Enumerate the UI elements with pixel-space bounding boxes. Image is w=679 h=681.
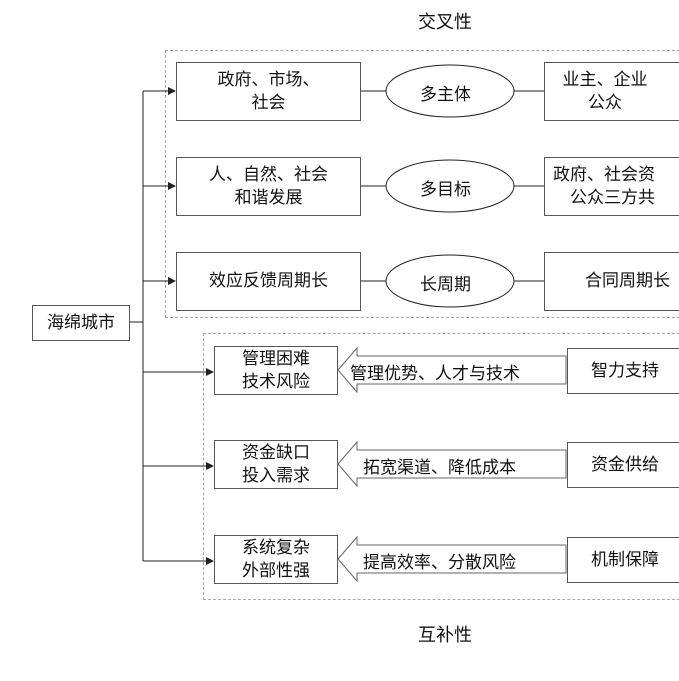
comp-row-2-arrow-label: 拓宽渠道、降低成本: [363, 458, 516, 478]
comp-row-3-right-label: 机制保障: [591, 549, 659, 570]
header-title: 交叉性: [418, 12, 472, 33]
cross-row-2-middle: 多目标: [420, 180, 471, 200]
comp-row-3-left-line-2: 外部性强: [242, 560, 310, 581]
cross-row-2-left-line-2: 和谐发展: [234, 187, 303, 208]
cross-row-1-right-box: 业主、企业 公众: [544, 62, 679, 121]
comp-row-1-left-box: 管理困难 技术风险: [214, 346, 338, 395]
cross-row-2-left-line-1: 人、自然、社会: [209, 164, 328, 185]
comp-row-3-left-box: 系统复杂 外部性强: [214, 535, 338, 584]
comp-row-1-left-line-1: 管理困难: [242, 348, 310, 369]
cross-row-3-right-box: 合同周期长: [544, 252, 679, 311]
cross-row-1-left-line-1: 政府、市场、: [217, 69, 320, 90]
comp-row-1-right-label: 智力支持: [591, 360, 659, 381]
cross-region: [165, 50, 679, 318]
comp-row-3-left-line-1: 系统复杂: [242, 537, 310, 558]
cross-row-1-right-line-2: 公众: [588, 92, 622, 113]
comp-row-2-left-box: 资金缺口 投入需求: [214, 440, 338, 489]
cross-row-1-ellipse: [385, 64, 515, 118]
cross-row-1-middle: 多主体: [420, 85, 471, 105]
cross-row-3-ellipse: [385, 254, 515, 308]
comp-row-1-arrow-label: 管理优势、人才与技术: [350, 364, 520, 384]
comp-row-2-right-box: 资金供给: [567, 442, 679, 488]
cross-row-1-right-line-1: 业主、企业: [562, 69, 648, 90]
comp-row-3-right-box: 机制保障: [567, 537, 679, 583]
root-box: 海绵城市: [32, 305, 130, 341]
cross-row-3-left-box: 效应反馈周期长: [176, 252, 361, 311]
cross-row-2-right-line-1: 政府、社会资: [553, 164, 655, 185]
cross-row-3-middle: 长周期: [420, 275, 471, 295]
cross-row-2-ellipse: [385, 159, 515, 213]
cross-row-3-left-line-1: 效应反馈周期长: [209, 271, 328, 291]
root-label: 海绵城市: [47, 312, 115, 333]
comp-row-1-left-line-2: 技术风险: [242, 371, 310, 392]
comp-row-2-left-line-1: 资金缺口: [242, 442, 310, 463]
cross-row-2-left-box: 人、自然、社会 和谐发展: [176, 157, 361, 216]
cross-row-1-left-box: 政府、市场、 社会: [176, 62, 361, 121]
comp-row-3-arrow-shape: [337, 535, 567, 583]
cross-row-2-right-line-2: 公众三方共: [570, 187, 655, 208]
cross-row-1-left-line-2: 社会: [251, 92, 286, 113]
comp-row-2-right-label: 资金供给: [591, 454, 659, 475]
cross-row-2-right-box: 政府、社会资 公众三方共: [544, 157, 679, 216]
cross-row-3-right-line-1: 合同周期长: [585, 271, 670, 291]
comp-row-2-arrow-shape: [337, 440, 567, 488]
comp-row-1-arrow-shape: [337, 346, 567, 394]
comp-row-2-left-line-2: 投入需求: [242, 465, 310, 486]
footer-title: 互补性: [418, 625, 472, 646]
comp-row-3-arrow-label: 提高效率、分散风险: [363, 553, 516, 573]
comp-row-1-right-box: 智力支持: [567, 348, 679, 394]
